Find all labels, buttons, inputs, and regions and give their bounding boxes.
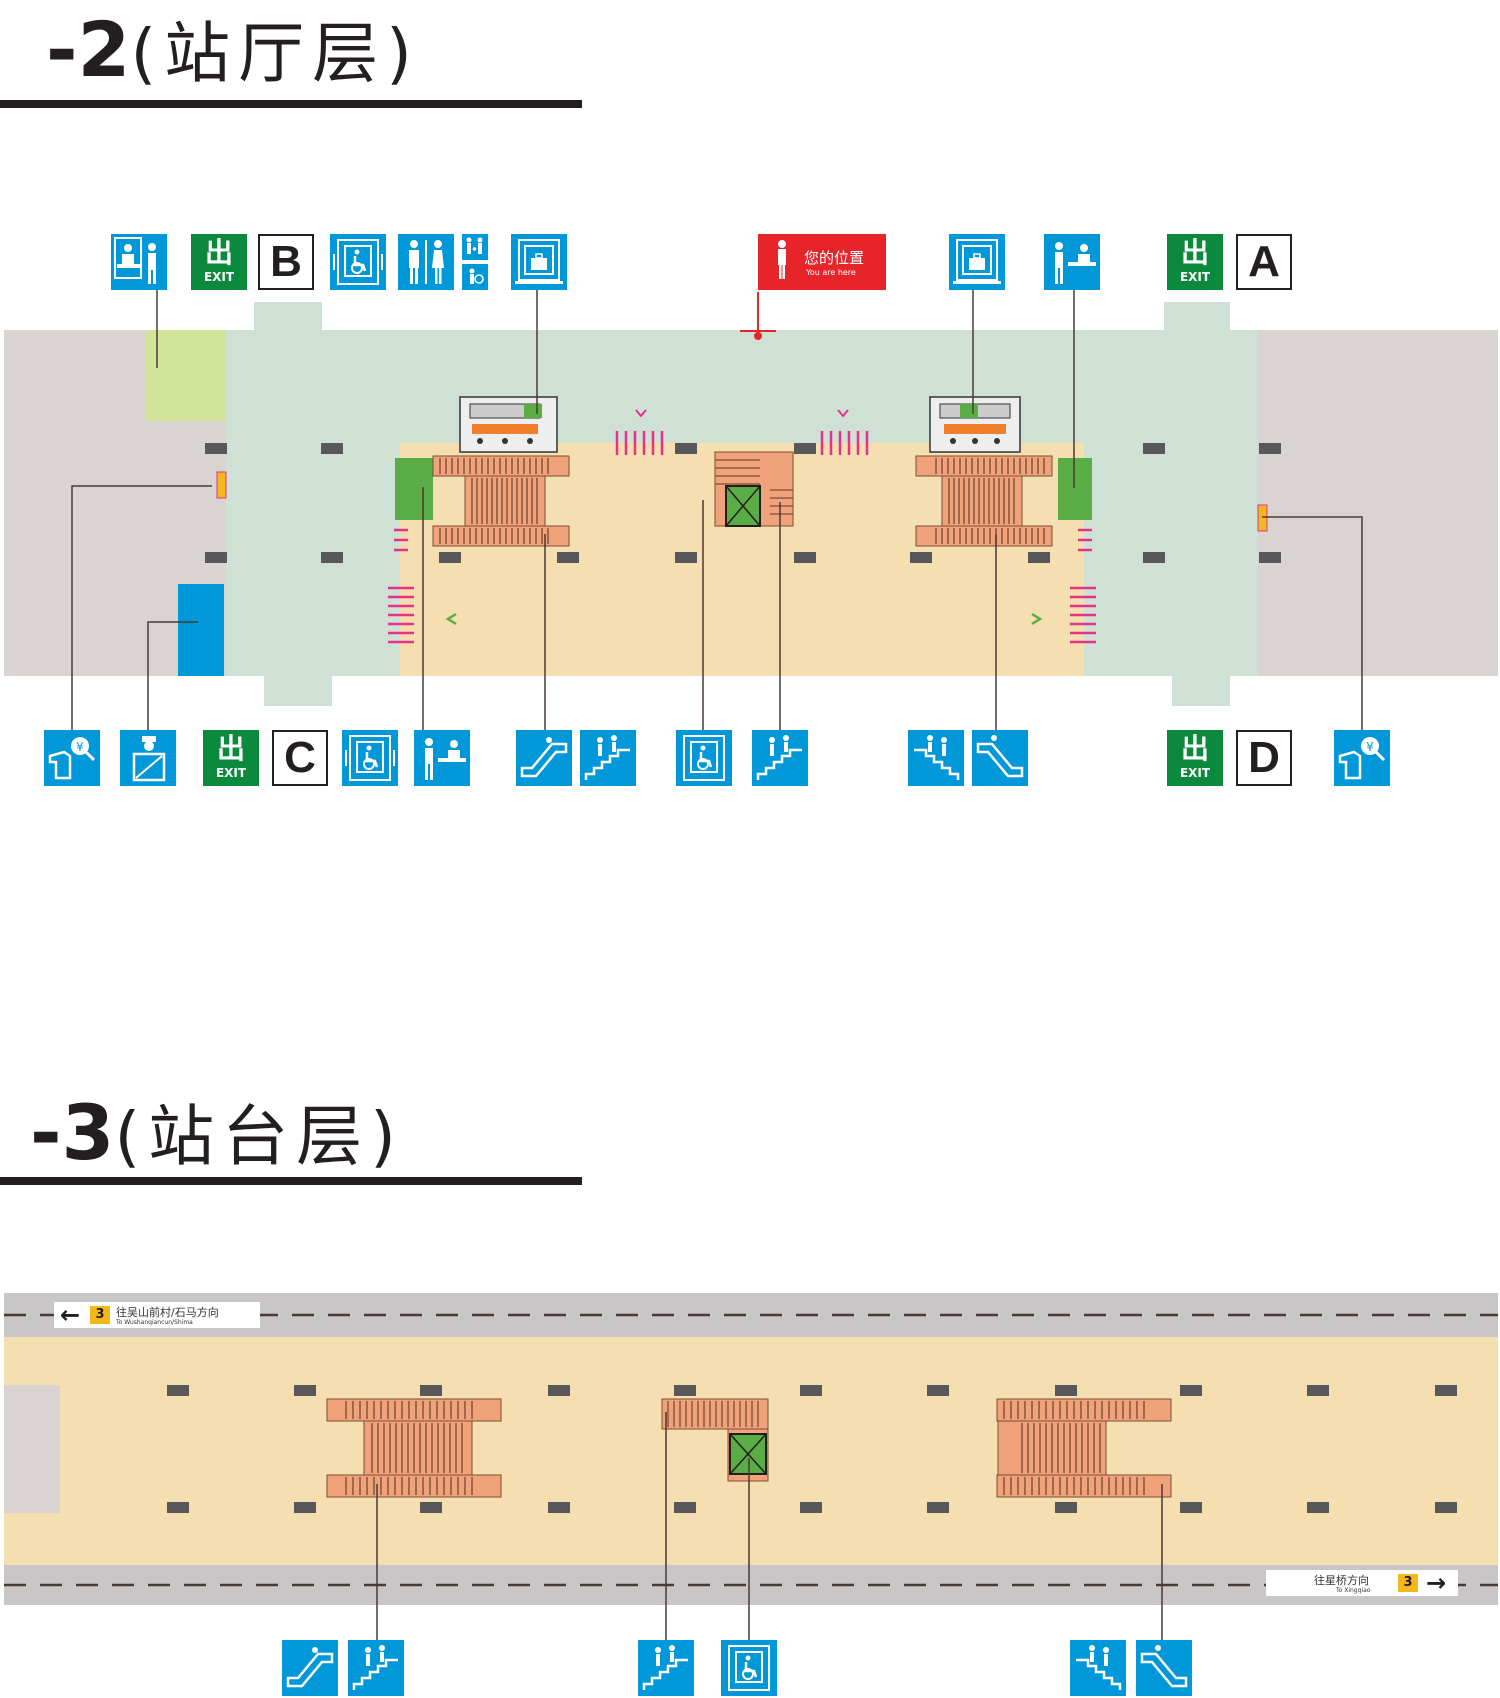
platform-escalator-icon-east xyxy=(1136,1640,1192,1696)
exit-a-sign: 出 EXIT xyxy=(1167,234,1223,290)
outside-area-east xyxy=(1258,330,1498,676)
svg-text:¥: ¥ xyxy=(76,740,84,754)
exit-b-sign: 出 EXIT xyxy=(191,234,247,290)
platform-leader-lines xyxy=(376,1412,1163,1640)
platform-title-rule xyxy=(0,1177,582,1185)
you-are-here-sign: 您的位置 You are here xyxy=(758,234,886,290)
accessible-elevator-icon-c xyxy=(342,730,398,786)
accessible-elevator-icon xyxy=(330,234,386,290)
gate-direction-mark xyxy=(837,409,849,418)
line-3-badge: 3 xyxy=(1398,1574,1418,1592)
exit-b-letter: B xyxy=(258,234,314,290)
family-restroom-icon xyxy=(462,234,488,260)
platform-title: -3(站台层) xyxy=(30,1083,404,1179)
platform-name: (站台层) xyxy=(114,1098,404,1175)
gate-direction-mark xyxy=(445,612,457,626)
direction-card-west: ← 3 往吴山前村/石马方向 To Wushanqiancun/Shima xyxy=(54,1302,260,1328)
fare-gates xyxy=(388,431,1096,644)
customer-service-icon-c xyxy=(414,730,470,786)
exit-d-sign: 出 EXIT xyxy=(1167,730,1223,786)
stairs-icon xyxy=(580,730,636,786)
exit-a-cn: 出 xyxy=(1180,236,1209,269)
exit-d-cn: 出 xyxy=(1180,732,1209,765)
customer-service-icon xyxy=(111,234,167,290)
baby-care-icon xyxy=(462,264,488,290)
arrow-left-icon: ← xyxy=(60,1301,81,1329)
security-check-icon-east xyxy=(949,234,1005,290)
platform-stairs-icon-east xyxy=(1070,1640,1126,1696)
exit-c-sign: 出 EXIT xyxy=(203,730,259,786)
direction-east-en: To Xingqiao xyxy=(1336,1587,1371,1594)
concourse-title: -2(站厅层) xyxy=(46,0,420,96)
direction-east-cn: 往星桥方向 xyxy=(1314,1574,1369,1587)
stairs-icon-east xyxy=(908,730,964,786)
escalator-icon xyxy=(516,730,572,786)
platform-level: -3 xyxy=(30,1088,115,1177)
restroom-icon xyxy=(398,234,454,290)
unpaid-area-bump-a xyxy=(1164,302,1230,330)
you-are-here-dot xyxy=(754,332,762,340)
platform-pillars xyxy=(167,1385,1457,1513)
exit-d-en: EXIT xyxy=(1179,766,1211,780)
exit-d-letter: D xyxy=(1236,730,1292,786)
concourse-level: -2 xyxy=(46,5,131,94)
exit-a-letter: A xyxy=(1236,234,1292,290)
service-room xyxy=(145,330,225,421)
gate-direction-mark xyxy=(1031,612,1043,626)
svg-text:¥: ¥ xyxy=(1366,740,1374,754)
arrow-right-icon: → xyxy=(1426,1569,1447,1597)
leader-lines xyxy=(71,290,1363,740)
concourse-title-rule xyxy=(0,100,582,108)
vending-machine-west xyxy=(216,471,227,499)
accessible-elevator-icon-center xyxy=(676,730,732,786)
you-are-here-en: You are here xyxy=(806,268,856,277)
lost-and-found-icon-east: ¥ xyxy=(1334,730,1390,786)
security-check-icon-west xyxy=(511,234,567,290)
escalator-block-east xyxy=(915,455,1053,547)
concourse-name: (站厅层) xyxy=(130,15,420,92)
platform-end-room xyxy=(4,1385,60,1513)
concourse-pillars xyxy=(205,443,1281,563)
platform-escalator-east xyxy=(996,1398,1172,1498)
exit-b-en: EXIT xyxy=(203,270,235,284)
platform-stairs-icon-center xyxy=(638,1640,694,1696)
escalator-block-west xyxy=(432,455,570,547)
direction-west-en: To Wushanqiancun/Shima xyxy=(116,1319,193,1326)
police-icon xyxy=(120,730,176,786)
unpaid-area-bump-c xyxy=(264,676,332,706)
exit-a-en: EXIT xyxy=(1179,270,1211,284)
exit-b-cn: 出 xyxy=(204,236,233,269)
platform-escalator-west xyxy=(326,1398,502,1498)
platform-stairs-icon-west xyxy=(348,1640,404,1696)
unpaid-area-bump-d xyxy=(1172,676,1230,706)
lost-and-found-icon-west: ¥ xyxy=(44,730,100,786)
customer-service-center-west xyxy=(395,458,433,520)
ticket-machines-west xyxy=(459,396,558,453)
customer-service-center-east xyxy=(1058,458,1092,520)
direction-west-cn: 往吴山前村/石马方向 xyxy=(116,1306,219,1319)
person-icon xyxy=(778,240,786,279)
gate-direction-mark xyxy=(635,409,647,418)
vending-machine-east xyxy=(1257,504,1268,532)
platform-stair-elevator xyxy=(661,1398,769,1482)
platform-escalator-icon-west xyxy=(282,1640,338,1696)
customer-service-icon-east xyxy=(1044,234,1100,290)
escalator-icon-east xyxy=(972,730,1028,786)
platform-elevator-icon xyxy=(721,1640,777,1696)
stairs-icon-center xyxy=(752,730,808,786)
exit-c-letter: C xyxy=(272,730,328,786)
central-stair-elevator xyxy=(714,451,794,527)
ticket-machines-east xyxy=(929,396,1021,453)
exit-c-en: EXIT xyxy=(215,766,247,780)
line-3-badge: 3 xyxy=(90,1306,110,1324)
exit-c-cn: 出 xyxy=(216,732,245,765)
unpaid-area-bump-b xyxy=(254,302,322,330)
direction-card-east: 往星桥方向 To Xingqiao 3 → xyxy=(1266,1570,1458,1596)
staff-room xyxy=(178,584,224,676)
you-are-here-cn: 您的位置 xyxy=(804,249,865,267)
